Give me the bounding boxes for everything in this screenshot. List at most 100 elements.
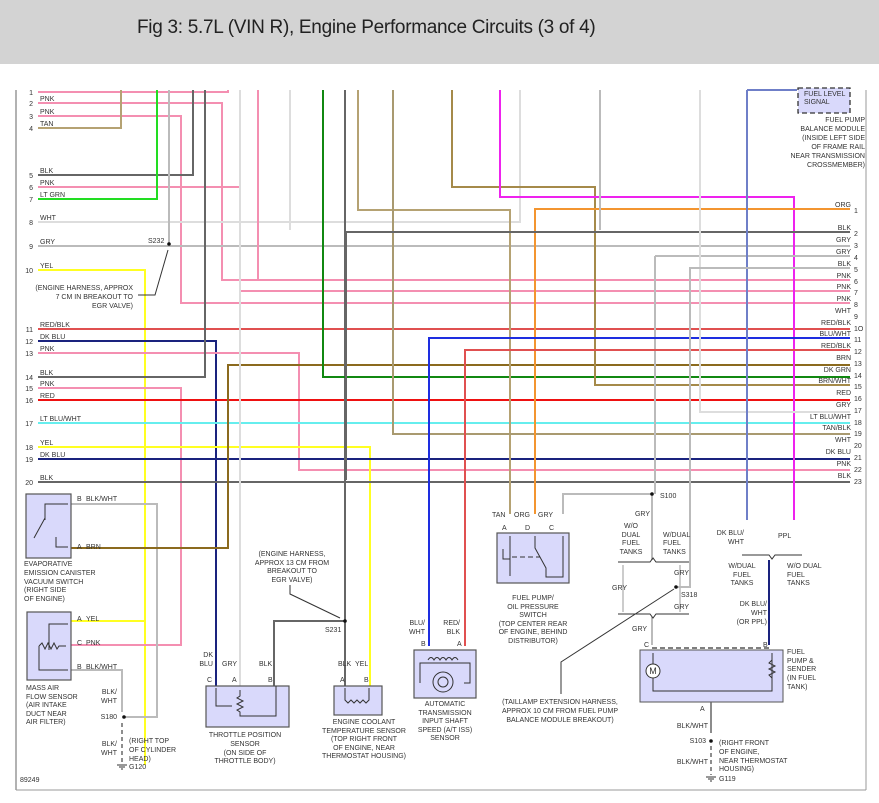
iss-wire-b-1: BLU/ (409, 620, 425, 627)
fp-pin-b: B (763, 642, 768, 649)
wire-wht-right (699, 90, 850, 413)
right-pin-color: BRN (836, 355, 851, 362)
fuel-pump-and-sender: M C B A FUEL PUMP & SENDER (IN FUEL TANK… (639, 642, 816, 783)
opt-gry-5: GRY (632, 626, 647, 633)
fp-wire-a2: BLK/WHT (677, 759, 709, 766)
right-pin-number: 3 (854, 243, 858, 250)
motor-icon (645, 663, 661, 679)
fpbm-label-5: NEAR TRANSMISSION (790, 153, 865, 160)
right-pin-color: DK BLU (826, 449, 851, 456)
right-pin-color: BLU/WHT (820, 331, 852, 338)
tps-wire-b: BLK (259, 661, 273, 668)
wire-left-2 (38, 102, 850, 281)
w-dual2-2: FUEL (733, 572, 751, 579)
right-pin-color: PNK (837, 296, 852, 303)
wire-s318 (676, 267, 850, 588)
tps-pin-a: A (232, 677, 237, 684)
iss-pin-a: A (457, 641, 462, 648)
evap-wire-b: BLK/WHT (86, 496, 118, 503)
g119-note-4: HOUSING) (719, 766, 754, 773)
ect-pin-b: B (364, 677, 369, 684)
wo-dual2-2: FUEL (787, 572, 805, 579)
left-pin-number: 12 (25, 339, 33, 346)
right-pin-color: DK GRN (824, 367, 851, 374)
wo-dual-2: DUAL (622, 532, 641, 539)
g120-note-2: OF CYLINDER (129, 747, 176, 754)
mass-air-flow-sensor: A YEL C PNK B BLK/WHT MASS AIR FLOW SENS… (26, 611, 176, 771)
wire-left-10 (38, 269, 146, 765)
s103-label: S103 (690, 738, 706, 745)
ect-label-4: OF ENGINE, NEAR (333, 745, 395, 752)
g119-note-2: OF ENGINE, (719, 749, 760, 756)
evap-canister-vacuum-switch: B BLK/WHT A BRN EVAPORATIVE EMISSION CAN… (24, 493, 118, 603)
tps-label-3: (ON SIDE OF (224, 750, 267, 757)
splice-s318-note: (TAILLAMP EXTENSION HARNESS, APPROX 10 C… (502, 588, 675, 724)
maf-label-5: AIR FILTER) (26, 719, 66, 726)
maf-label-3: (AIR INTAKE (26, 702, 67, 709)
right-pin-color: WHT (835, 437, 852, 444)
fuel-tank-options: S100 GRY W/O DUAL FUEL TANKS W/DUAL FUEL… (612, 492, 822, 633)
evap-pin-a: A (77, 544, 82, 551)
wire-left-15 (38, 387, 182, 646)
ect-label-5: THERMOSTAT HOUSING) (322, 753, 406, 760)
s180-dot (122, 715, 126, 719)
right-pin-color: GRY (836, 237, 851, 244)
left-pin-color: GRY (40, 239, 55, 246)
iss-wire-a-2: BLK (447, 629, 461, 636)
right-pin-number: 15 (854, 384, 862, 391)
wire-left-5 (38, 90, 194, 176)
dkbluwht-1: DK BLU/ (717, 530, 744, 537)
fuel-pump-oil-pressure-switch: TAN ORG GRY A D C FUEL PUMP/ OIL PRESSUR… (492, 512, 570, 645)
engine-coolant-temperature-sensor: BLK YEL A B ENGINE COOLANT TEMPERATURE S… (322, 661, 406, 760)
left-pin-color: BLK (40, 370, 54, 377)
ect-wire-b: YEL (355, 661, 368, 668)
s232-note-2: 7 CM IN BREAKOUT TO (56, 294, 134, 301)
fpbm-label-4: OF FRAME RAIL (811, 144, 865, 151)
s232-note-3: EGR VALVE) (92, 303, 133, 310)
right-pin-number: 16 (854, 396, 862, 403)
trans-input-shaft-speed-sensor: BLU/ WHT RED/ BLK B A AUTOMATIC TRANSMIS… (409, 620, 477, 742)
right-connector: 1ORG2BLK3GRY4GRY5BLK6PNK7PNK8PNK9WHT1ORE… (810, 202, 864, 486)
tps-label-4: THROTTLE BODY) (214, 758, 275, 765)
right-pin-color: PNK (837, 461, 852, 468)
fpops-wire-d: ORG (514, 512, 530, 519)
s100-dot (650, 492, 654, 496)
fpops-pin-c: C (549, 525, 554, 532)
g119-label: G119 (719, 776, 736, 783)
fpops-label-1: FUEL PUMP/ (512, 595, 554, 602)
maf-wire-label-1b: WHT (101, 698, 118, 705)
right-pin-number: 13 (854, 361, 862, 368)
wire-tps-b (273, 620, 345, 686)
wire-ppl (499, 90, 795, 520)
evap-label-2: EMISSION CANISTER (24, 570, 96, 577)
right-pin-color: BLK (838, 261, 852, 268)
wo-dual2-1: W/O DUAL (787, 563, 822, 570)
s318-note-2: APPROX 10 CM FROM FUEL PUMP (502, 708, 618, 715)
left-pin-color: BLK (40, 168, 54, 175)
opt-gry-3: GRY (612, 585, 627, 592)
fpbm-label-6: CROSSMEMBER) (807, 162, 865, 169)
left-pin-number: 1 (29, 90, 33, 97)
wire-fpops-c (562, 493, 652, 514)
s232-note-1: (ENGINE HARNESS, APPROX (35, 285, 133, 292)
left-pin-number: 7 (29, 197, 33, 204)
fp-label-1: FUEL (787, 649, 805, 656)
tps-pin-b: B (268, 677, 273, 684)
right-pin-number: 11 (854, 337, 861, 344)
maf-wire-c: PNK (86, 640, 101, 647)
left-pin-color: TAN (40, 121, 53, 128)
ect-pin-a: A (340, 677, 345, 684)
fp-pin-c: C (644, 642, 649, 649)
fpbm-label-2: BALANCE MODULE (800, 126, 865, 133)
tps-wire-c-1: DK (203, 652, 213, 659)
left-pin-color: RED/BLK (40, 322, 70, 329)
opt-gry-2: GRY (674, 570, 689, 577)
right-pin-number: 20 (854, 443, 862, 450)
iss-label-1: AUTOMATIC (425, 701, 466, 708)
right-pin-color: BLK (838, 473, 852, 480)
fp-label-3: SENDER (787, 666, 816, 673)
fpops-pin-d: D (525, 525, 530, 532)
right-pin-number: 1O (854, 326, 864, 333)
ppl-label: PPL (778, 533, 791, 540)
right-pin-color: RED/BLK (821, 343, 851, 350)
